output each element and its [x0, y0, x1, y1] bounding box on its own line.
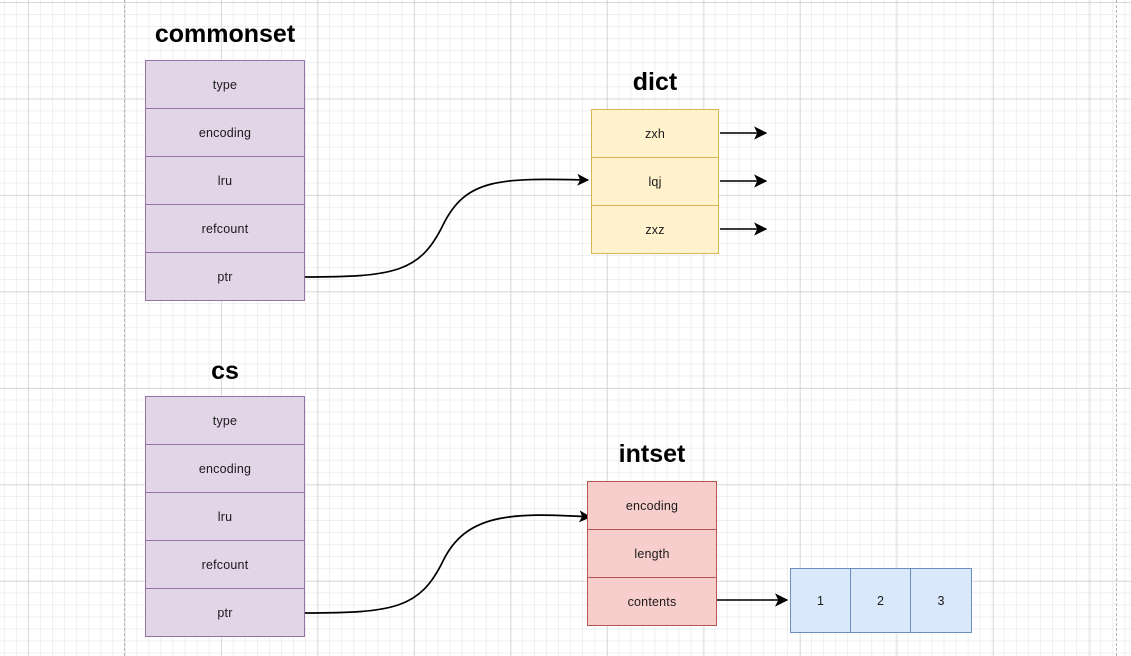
dict-entry-lqj: lqj: [592, 158, 718, 206]
contents-array: 1 2 3: [790, 568, 972, 633]
intset-field-contents: contents: [627, 595, 677, 609]
contents-array-cell-1: 2: [851, 569, 911, 632]
commonset-field-lru: lru: [146, 157, 304, 205]
intset-struct: encoding length contents: [587, 481, 717, 626]
edge-commonset-ptr-to-dict: [304, 173, 590, 278]
cs-field-lru: lru: [146, 493, 304, 541]
intset-field-encoding: encoding: [588, 482, 716, 530]
dict-entry-zxz: zxz: [645, 223, 665, 237]
page-title-dict: dict: [632, 68, 678, 96]
page-boundary-right: [1116, 0, 1117, 656]
commonset-field-refcount: refcount: [146, 205, 304, 253]
contents-array-cell-0: 1: [791, 569, 851, 632]
contents-array-cell-2: 3: [937, 593, 945, 608]
intset-field-length: length: [588, 530, 716, 578]
dict-struct: zxh lqj zxz: [591, 109, 719, 254]
cs-field-ptr: ptr: [217, 606, 233, 620]
page-boundary-left: [124, 0, 125, 656]
cs-field-refcount: refcount: [146, 541, 304, 589]
edge-cs-ptr-to-intset: [304, 510, 592, 614]
dict-entry-zxh: zxh: [592, 110, 718, 158]
cs-struct: type encoding lru refcount ptr: [145, 396, 305, 637]
commonset-field-ptr: ptr: [217, 270, 233, 284]
cs-field-encoding: encoding: [146, 445, 304, 493]
commonset-field-type: type: [146, 61, 304, 109]
page-title-commonset: commonset: [154, 20, 296, 48]
cs-field-type: type: [146, 397, 304, 445]
page-title-cs: cs: [211, 357, 239, 385]
commonset-struct: type encoding lru refcount ptr: [145, 60, 305, 301]
commonset-field-encoding: encoding: [146, 109, 304, 157]
page-title-intset: intset: [618, 440, 686, 468]
